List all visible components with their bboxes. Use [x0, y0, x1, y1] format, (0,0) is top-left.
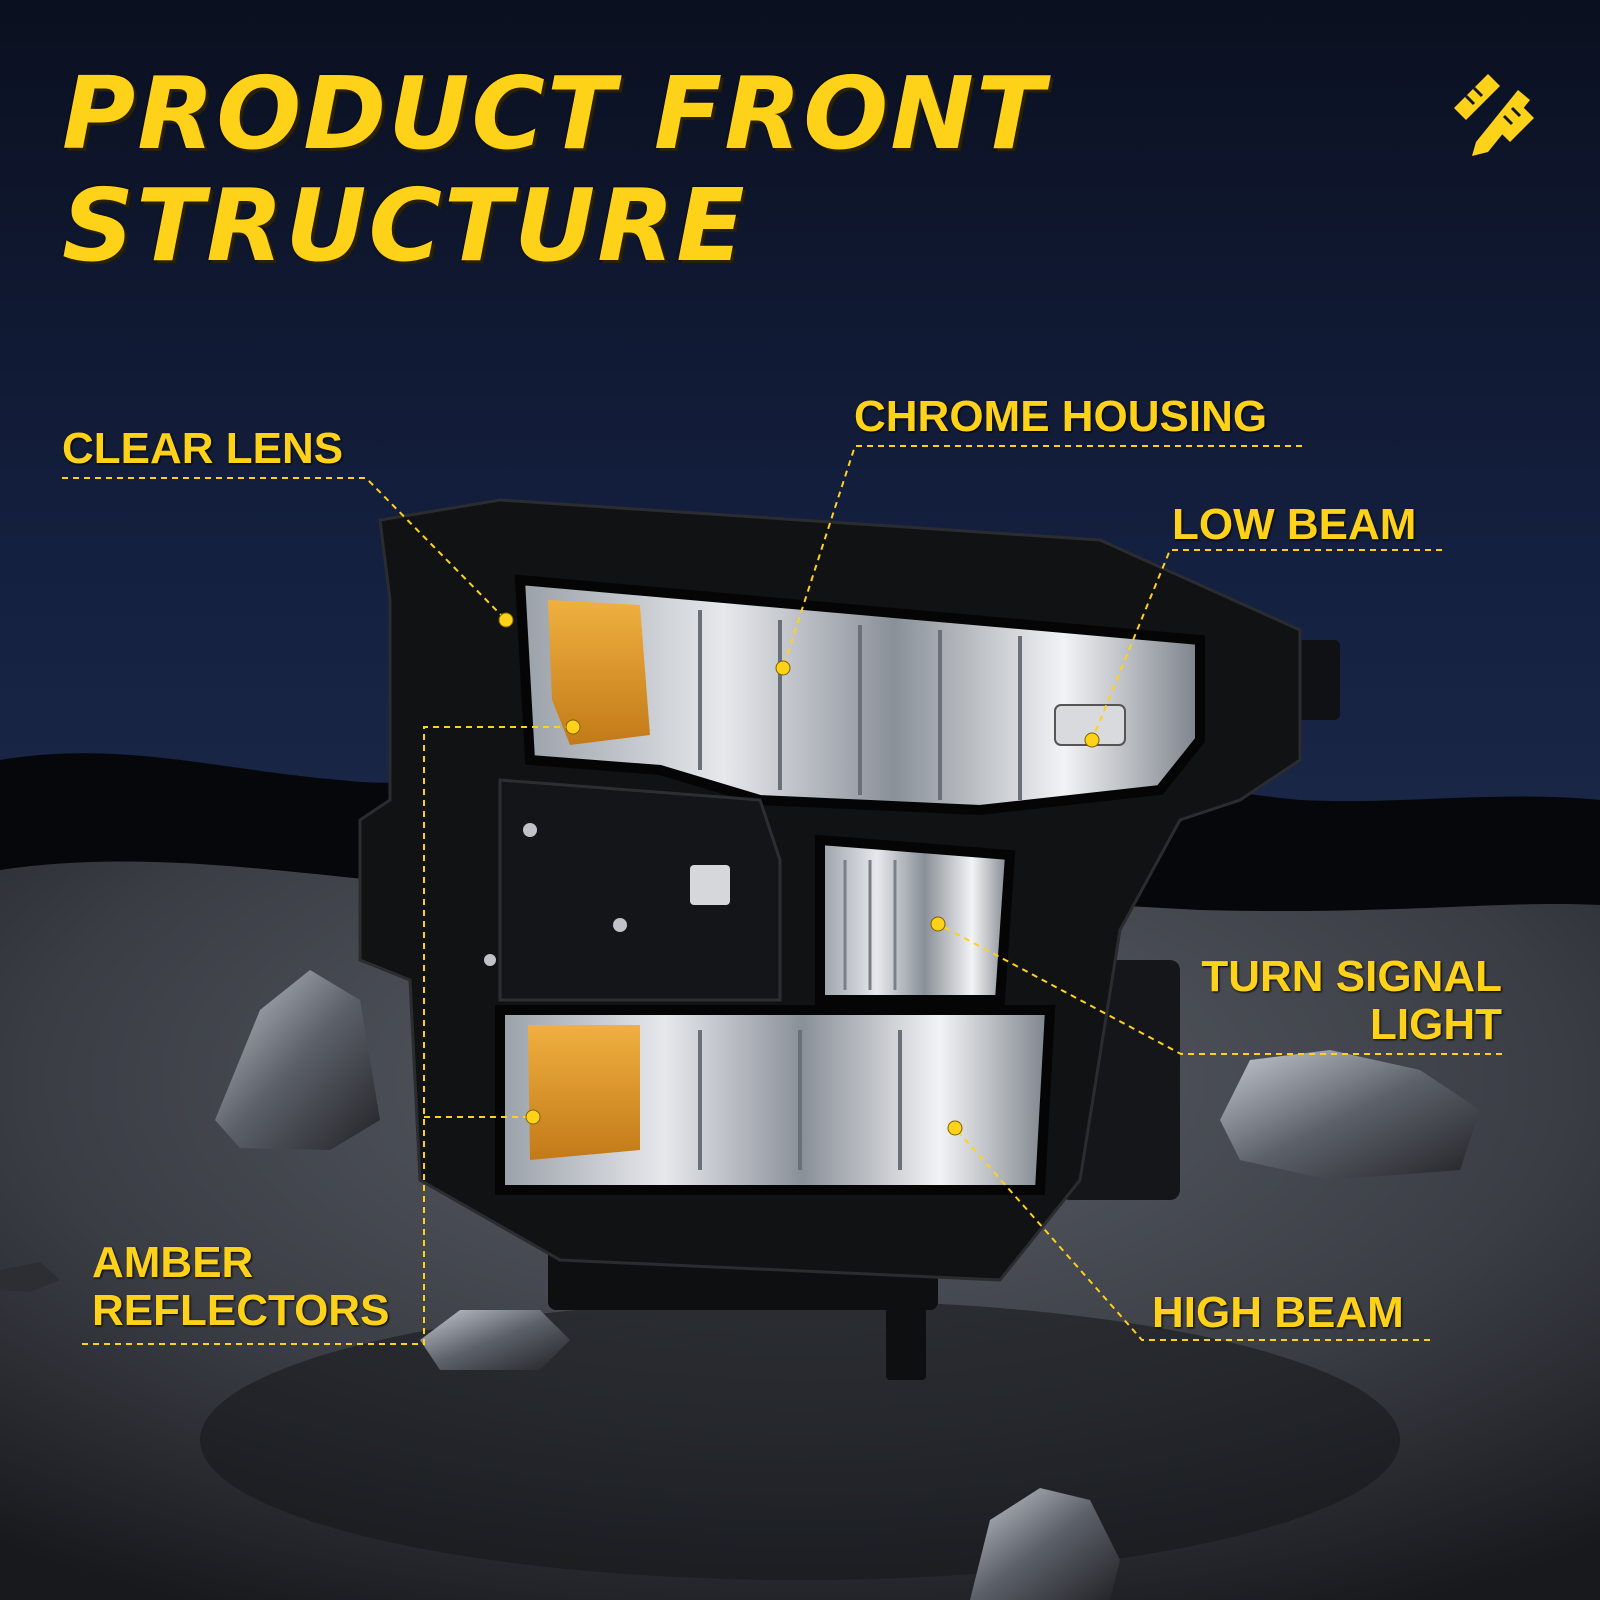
- rock-right: [1220, 1050, 1480, 1180]
- chrome-ribs: [698, 610, 1022, 800]
- label-turn-signal-line-2: LIGHT: [1370, 1000, 1502, 1049]
- label-turn-signal-line-1: TURN SIGNAL: [1201, 952, 1502, 1001]
- shadow: [200, 1300, 1400, 1580]
- label-clear-lens: CLEAR LENS: [62, 424, 344, 473]
- label-high-beam: HIGH BEAM: [1152, 1288, 1404, 1337]
- dot-clear-lens: [498, 612, 514, 628]
- leader-clear-lens: [62, 477, 507, 621]
- dot-high-beam: [947, 1120, 963, 1136]
- turn-signal-chamber: [815, 834, 1016, 1005]
- headlight: [358, 498, 1340, 1380]
- mount-tab: [886, 1300, 926, 1380]
- dot-chrome-housing: [775, 660, 791, 676]
- upper-amber-reflector: [548, 600, 650, 745]
- lower-ribs: [698, 1030, 902, 1170]
- label-amber-line-2: REFLECTORS: [92, 1286, 390, 1335]
- label-chrome-housing: CHROME HOUSING: [854, 392, 1268, 441]
- leader-chrome-housing: [782, 445, 1302, 669]
- leader-turn-signal: [937, 923, 1502, 1055]
- page-title-line-2: STRUCTURE: [62, 167, 747, 284]
- label-amber-line-1: AMBER: [92, 1238, 254, 1287]
- label-low-beam: LOW BEAM: [1172, 500, 1417, 549]
- page-title-line-1: PRODUCT FRONT: [62, 55, 1047, 172]
- leader-low-beam: [1091, 549, 1442, 741]
- leader-high-beam: [954, 1127, 1430, 1341]
- bezel-screw: [613, 918, 627, 932]
- lower-amber-reflector: [528, 1025, 640, 1160]
- connector: [690, 865, 730, 905]
- dot-amber-upper: [565, 719, 581, 735]
- bezel-frame: [498, 778, 782, 1002]
- bezel-screw: [523, 823, 537, 837]
- dot-amber-lower: [525, 1109, 541, 1125]
- dot-turn-signal: [930, 916, 946, 932]
- rock-tiny: [0, 1262, 60, 1292]
- leader-amber-reflectors: [82, 726, 573, 1345]
- ruler-pencil-icon: [1454, 74, 1534, 156]
- leader-lines: [62, 445, 1502, 1345]
- turn-ribs: [843, 860, 897, 990]
- dot-low-beam: [1084, 732, 1100, 748]
- rock-small: [420, 1310, 570, 1370]
- rock-bottom: [970, 1488, 1120, 1600]
- bezel-screw: [484, 954, 496, 966]
- leader-dots: [498, 612, 1100, 1136]
- rock-left: [215, 970, 380, 1150]
